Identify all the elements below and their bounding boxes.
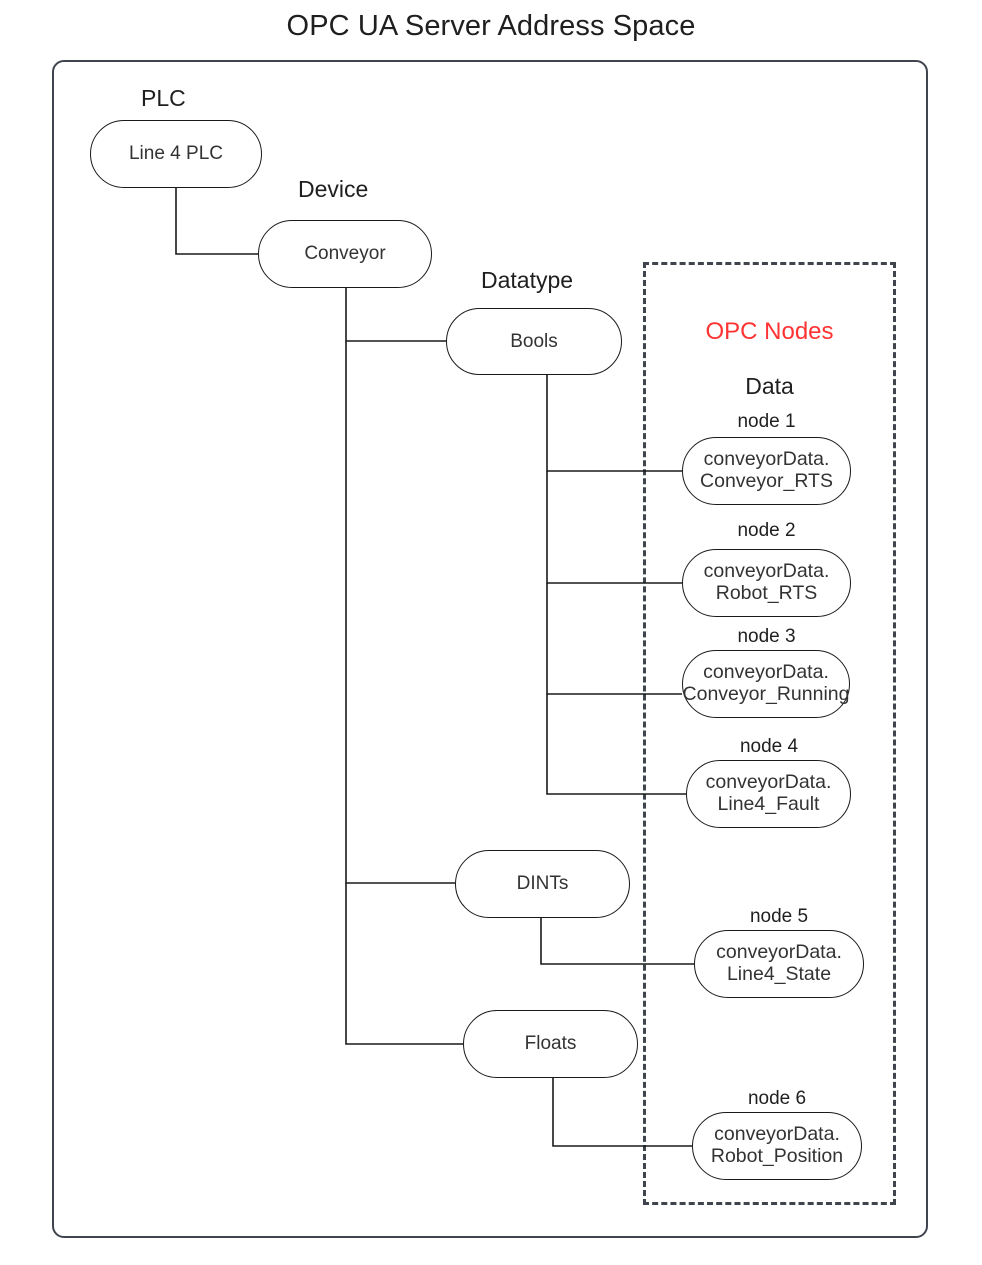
opc-node-1-line1: conveyorData.	[703, 448, 830, 471]
caption-datatype: Datatype	[481, 267, 574, 293]
opc-node-5-caption: node 5	[749, 906, 809, 927]
node-datatype-dints-label: DINTs	[516, 873, 569, 895]
opc-node-1-line2: Conveyor_RTS	[700, 470, 833, 492]
opc-node-2-caption: node 2	[737, 520, 796, 541]
opc-node-6-line1: conveyorData.	[714, 1123, 840, 1146]
opc-node-2-line1: conveyorData.	[703, 560, 830, 583]
opc-node-5-line2: Line4_State	[726, 963, 832, 985]
opc-node-5[interactable]: conveyorData. Line4_State	[694, 930, 864, 998]
page-title: OPC UA Server Address Space	[286, 10, 696, 42]
caption-device: Device	[298, 176, 369, 202]
node-datatype-bools[interactable]: Bools	[446, 308, 622, 375]
opc-node-2-line2: Robot_RTS	[715, 582, 818, 604]
address-space-boundary	[52, 60, 928, 1238]
opc-node-4[interactable]: conveyorData. Line4_Fault	[686, 760, 851, 828]
opc-node-1-caption: node 1	[737, 411, 796, 432]
node-datatype-bools-label: Bools	[510, 330, 558, 352]
opc-node-6-line2: Robot_Position	[710, 1145, 844, 1167]
opc-node-4-line1: conveyorData.	[705, 771, 832, 794]
node-line4-plc-label: Line 4 PLC	[128, 143, 223, 165]
node-line4-plc[interactable]: Line 4 PLC	[90, 120, 262, 188]
opc-nodes-heading: OPC Nodes	[705, 318, 834, 345]
opc-node-3-line2: Conveyor_Running	[682, 683, 850, 705]
opc-node-3-caption: node 3	[737, 626, 796, 647]
opc-nodes-group-boundary	[643, 262, 896, 1205]
node-conveyor-device[interactable]: Conveyor	[258, 220, 432, 288]
opc-node-3[interactable]: conveyorData. Conveyor_Running	[682, 650, 850, 718]
node-datatype-floats-label: Floats	[524, 1033, 577, 1055]
node-datatype-dints[interactable]: DINTs	[455, 850, 630, 918]
opc-node-1[interactable]: conveyorData. Conveyor_RTS	[682, 437, 851, 505]
caption-plc: PLC	[141, 85, 186, 111]
opc-node-4-line2: Line4_Fault	[717, 793, 820, 815]
opc-nodes-subheading: Data	[745, 373, 794, 399]
node-conveyor-device-label: Conveyor	[304, 243, 386, 265]
node-datatype-floats[interactable]: Floats	[463, 1010, 638, 1078]
opc-node-6[interactable]: conveyorData. Robot_Position	[692, 1112, 862, 1180]
opc-node-2[interactable]: conveyorData. Robot_RTS	[682, 549, 851, 617]
opc-node-4-caption: node 4	[739, 736, 799, 757]
opc-node-6-caption: node 6	[747, 1088, 807, 1109]
opc-node-5-line1: conveyorData.	[716, 941, 842, 964]
opc-node-3-line1: conveyorData.	[703, 661, 829, 684]
